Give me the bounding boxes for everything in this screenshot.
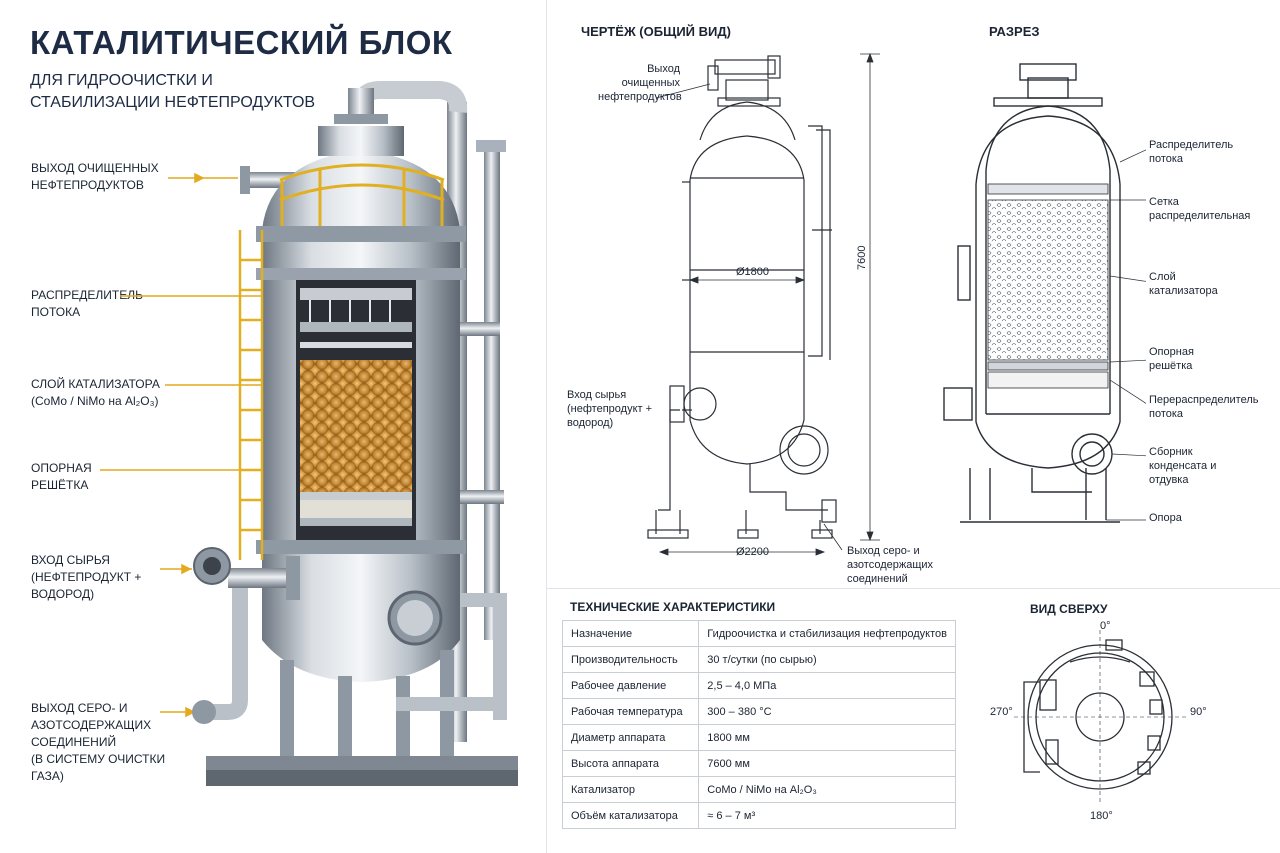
dimension-height: 7600	[856, 245, 868, 270]
subtitle-line: ДЛЯ ГИДРООЧИСТКИ И	[30, 72, 213, 89]
label-catalyst-bed: СЛОЙ КАТАЛИЗАТОРА (CoMo / NiMo на Al₂O₃)	[31, 377, 160, 408]
dimension-base: Ø2200	[736, 546, 770, 558]
platform-railing	[279, 163, 445, 232]
section-catalyst-bed	[987, 199, 1109, 361]
top-view-drawing	[1014, 630, 1186, 804]
section-label-catalyst: Слой катализатора	[1149, 271, 1218, 297]
angle-left: 270°	[990, 706, 1013, 718]
label-gas-outlet: ВЫХОД СЕРО- И АЗОТСОДЕРЖАЩИХ СОЕДИНЕНИЙ …	[31, 701, 166, 783]
section-label-support-grid: Опорная решётка	[1149, 346, 1194, 372]
drawing-heading: ЧЕРТЁЖ (ОБЩИЙ ВИД)	[581, 24, 731, 39]
dimension-diameter: Ø1800	[736, 266, 770, 278]
label-product-outlet: ВЫХОД ОЧИЩЕННЫХ НЕФТЕПРОДУКТОВ	[31, 161, 159, 192]
panel-divider	[546, 0, 547, 853]
page-title: КАТАЛИТИЧЕСКИЙ БЛОК	[30, 24, 453, 61]
table-row: Объём катализатора≈ 6 – 7 м³	[561, 802, 956, 829]
top-view-heading: ВИД СВЕРХУ	[1030, 602, 1108, 616]
section-label-support: Опора	[1149, 512, 1182, 524]
label-feed-inlet: ВХОД СЫРЬЯ (НЕФТЕПРОДУКТ + ВОДОРОД)	[31, 553, 142, 601]
panel-divider	[546, 588, 1280, 589]
section-label-distributor: Распределитель потока	[1149, 139, 1234, 165]
label-support-grid: ОПОРНАЯ РЕШЁТКА	[31, 461, 92, 492]
label-flow-distributor: РАСПРЕДЕЛИТЕЛЬ ПОТОКА	[31, 288, 143, 319]
drawing-inlet-label: Вход сырья (нефтепродукт + водород)	[567, 389, 653, 429]
base-skid	[206, 756, 518, 770]
spec-table-heading: ТЕХНИЧЕСКИЕ ХАРАКТЕРИСТИКИ	[570, 600, 776, 614]
ladder	[238, 230, 264, 560]
page-subtitle: ДЛЯ ГИДРООЧИСТКИ И СТАБИЛИЗАЦИИ НЕФТЕПРО…	[30, 70, 330, 114]
section-label-screen: Сетка распределительная	[1149, 196, 1251, 222]
drawing-outlet-label: Выход очищенных нефтепродуктов	[598, 63, 682, 103]
feed-inlet-nozzle	[228, 568, 288, 588]
section-label-collector: Сборник конденсата и отдувка	[1149, 446, 1217, 486]
angle-top: 0°	[1100, 620, 1111, 632]
drawing-gas-label: Выход серо- и азотсодержащих соединений	[847, 545, 934, 585]
return-pipe	[484, 150, 500, 640]
cross-section-drawing	[943, 63, 1146, 523]
angle-right: 90°	[1190, 706, 1207, 718]
support-grid	[300, 492, 412, 500]
general-view-drawing	[647, 52, 880, 556]
angle-bottom: 180°	[1090, 810, 1113, 822]
flow-distributor-plate	[300, 322, 412, 332]
section-label-redistributor: Перераспределитель потока	[1149, 394, 1259, 420]
section-heading: РАЗРЕЗ	[989, 24, 1040, 39]
reactor-illustration	[100, 81, 518, 786]
subtitle-line: СТАБИЛИЗАЦИИ НЕФТЕПРОДУКТОВ	[30, 94, 316, 111]
